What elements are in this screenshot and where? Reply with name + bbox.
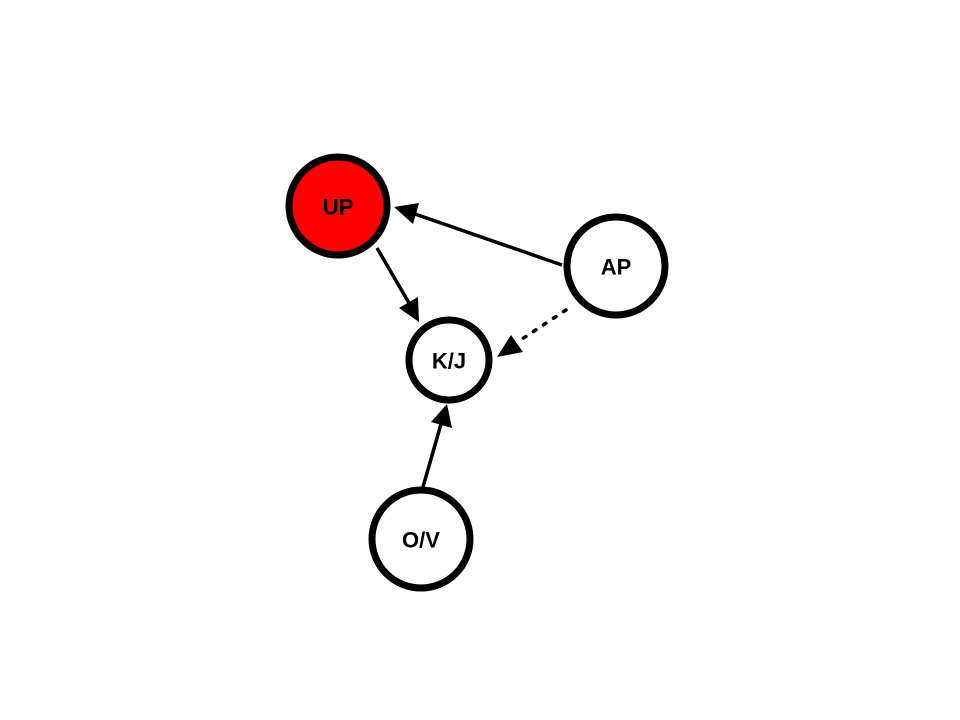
edge-ap-to-up <box>394 203 563 267</box>
node-up-label: UP <box>323 195 354 220</box>
node-kj: K/J <box>405 316 493 404</box>
arrowhead-icon <box>399 297 419 322</box>
node-ap: AP <box>563 213 669 319</box>
node-up-circle <box>285 153 391 259</box>
arrowhead-icon <box>394 203 419 224</box>
arrowhead-icon <box>497 335 523 357</box>
edge-up-to-kj <box>375 247 419 322</box>
node-ov-label: O/V <box>402 528 440 553</box>
node-ov: O/V <box>368 486 474 592</box>
arrowhead-icon <box>431 404 452 428</box>
node-ov-circle <box>368 486 474 592</box>
node-ap-circle <box>563 213 669 319</box>
node-up: UP <box>285 153 391 259</box>
edges <box>375 203 568 488</box>
edge-ov-to-kj <box>421 404 452 488</box>
node-kj-circle <box>405 316 493 404</box>
node-kj-label: K/J <box>432 349 466 374</box>
edge-ap-to-kj-dotted <box>497 308 568 357</box>
node-ap-label: AP <box>601 255 632 280</box>
